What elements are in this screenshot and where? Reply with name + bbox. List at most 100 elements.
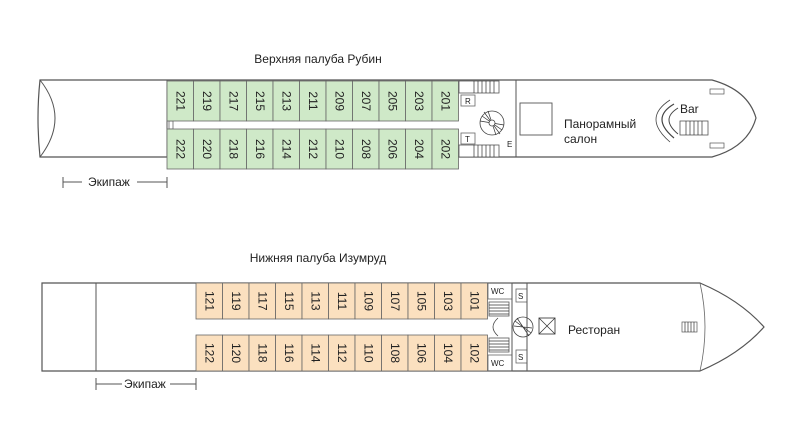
cabin-202 [431, 128, 459, 170]
upper-stair-bottom-icon [458, 144, 500, 158]
cabin-117 [248, 282, 276, 320]
cabin-214 [272, 128, 300, 170]
cabin-221 [166, 80, 194, 122]
upper-salon-label-2: салон [564, 132, 597, 146]
cabin-115 [275, 282, 303, 320]
cabin-number: 215 [253, 91, 267, 111]
cabin-105 [407, 282, 435, 320]
upper-spiral-stair-icon [479, 110, 505, 136]
cabin-number: 101 [467, 291, 481, 311]
upper-marker-r: R [465, 97, 471, 106]
cabin-number: 109 [361, 291, 375, 311]
cabin-209 [325, 80, 353, 122]
cabin-number: 211 [306, 91, 320, 110]
cabin-107 [381, 282, 409, 320]
cabin-220 [193, 128, 221, 170]
cabin-205 [378, 80, 406, 122]
upper-salon-label-1: Панорамный [564, 117, 636, 131]
cabin-210 [325, 128, 353, 170]
cabin-106 [407, 334, 435, 372]
cabin-number: 204 [412, 139, 426, 159]
cabin-number: 114 [308, 343, 322, 362]
upper-crew-label: Экипаж [88, 175, 130, 189]
cabin-201 [431, 80, 459, 122]
cabin-number: 107 [388, 291, 402, 311]
lower-elevator-icon [538, 317, 556, 335]
lower-s-bottom-label: S [518, 353, 523, 362]
lower-stair-icon [488, 301, 510, 353]
cabin-number: 216 [253, 139, 267, 159]
cabin-number: 203 [412, 91, 426, 111]
cabin-204 [405, 128, 433, 170]
cabin-number: 209 [332, 91, 346, 111]
cabin-number: 105 [414, 291, 428, 311]
cabin-number: 121 [202, 291, 216, 311]
cabin-104 [434, 334, 462, 372]
cabin-number: 112 [335, 343, 349, 362]
cabin-number: 116 [282, 343, 296, 362]
upper-marker-t: T [465, 135, 470, 144]
upper-crew-dimension [62, 177, 168, 188]
cabin-215 [246, 80, 274, 122]
lower-crew-label: Экипаж [124, 377, 166, 391]
cabin-number: 213 [279, 91, 293, 111]
upper-stair-top-icon [458, 80, 500, 94]
cabin-217 [219, 80, 247, 122]
cabin-122 [195, 334, 223, 372]
lower-bow-vent-icon [681, 321, 698, 333]
cabin-121 [195, 282, 223, 320]
cabin-110 [354, 334, 382, 372]
upper-room-t [460, 132, 476, 145]
cabin-number: 222 [173, 139, 187, 159]
cabin-number: 202 [438, 139, 452, 159]
lower-deck-title: Нижняя палуба Изумруд [250, 251, 387, 265]
cabin-number: 217 [226, 91, 240, 111]
cabin-111 [328, 282, 356, 320]
cabin-103 [434, 282, 462, 320]
lower-wc-top-label: WC [491, 287, 505, 296]
cabin-number: 210 [332, 139, 346, 159]
cabin-number: 219 [200, 91, 214, 111]
cabin-number: 102 [467, 343, 481, 363]
cabin-203 [405, 80, 433, 122]
bar-label: Bar [680, 102, 699, 116]
cabin-number: 212 [306, 139, 320, 159]
cabin-number: 201 [438, 91, 452, 111]
cabin-number: 220 [200, 139, 214, 159]
cabin-218 [219, 128, 247, 170]
cabin-number: 120 [229, 343, 243, 363]
restaurant-label: Ресторан [568, 323, 620, 337]
cabin-102 [460, 334, 488, 372]
cabin-number: 117 [255, 291, 269, 310]
cabin-number: 205 [385, 91, 399, 111]
lower-s-top-label: S [518, 292, 523, 301]
cabin-number: 118 [255, 343, 269, 362]
cabin-219 [193, 80, 221, 122]
cabin-number: 119 [229, 291, 243, 310]
cabin-number: 221 [173, 91, 187, 111]
upper-cabin-block: 221 219 217 215 213 211 209 207 205 203 201 222 220 2… [166, 80, 459, 170]
cabin-number: 104 [441, 343, 455, 363]
upper-room-r [460, 94, 476, 107]
cabin-number: 122 [202, 343, 216, 363]
cabin-211 [299, 80, 327, 122]
lower-wc-bottom-label: WC [491, 359, 505, 368]
cabin-number: 206 [385, 139, 399, 159]
cabin-118 [248, 334, 276, 372]
cabin-number: 214 [279, 139, 293, 159]
cabin-101 [460, 282, 488, 320]
cabin-number: 113 [308, 291, 322, 310]
cabin-number: 218 [226, 139, 240, 159]
upper-salon-block [519, 102, 553, 136]
upper-deck-title: Верхняя палуба Рубин [254, 52, 381, 66]
cabin-number: 111 [335, 292, 349, 311]
cabin-number: 207 [359, 91, 373, 111]
cabin-119 [222, 282, 250, 320]
cabin-208 [352, 128, 380, 170]
cabin-112 [328, 334, 356, 372]
cabin-114 [301, 334, 329, 372]
cabin-number: 110 [361, 343, 375, 362]
